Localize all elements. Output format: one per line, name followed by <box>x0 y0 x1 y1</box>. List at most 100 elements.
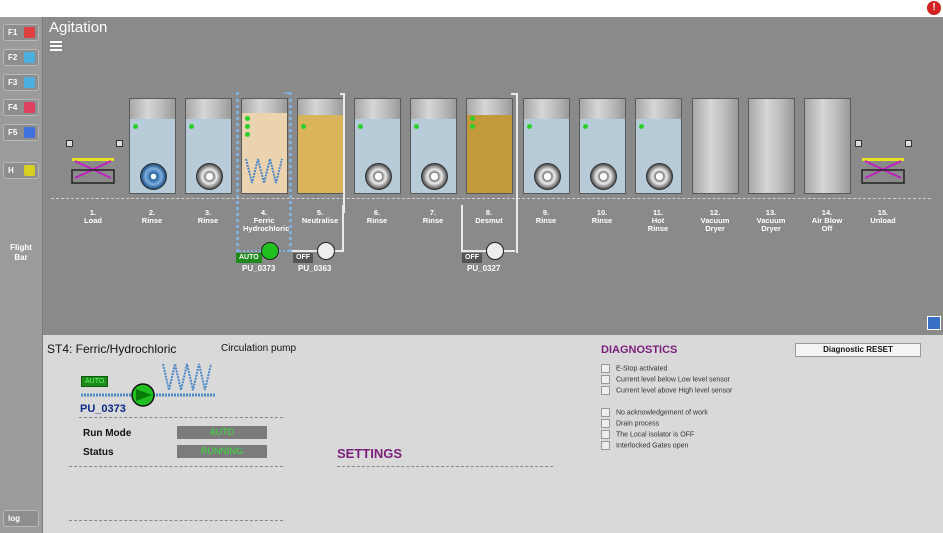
station-title: ST4: Ferric/Hydrochloric <box>47 342 177 356</box>
divider <box>69 520 283 521</box>
pump-name: PU_0363 <box>298 264 332 273</box>
checkbox <box>601 375 610 384</box>
pump-mode-badge: AUTO <box>81 376 109 387</box>
pump-name: PU_0373 <box>80 403 126 415</box>
detail-panel: ST4: Ferric/Hydrochloric Circulation pum… <box>43 335 943 533</box>
unload-indicator <box>905 140 912 147</box>
checkbox <box>601 408 610 417</box>
pump-mode-badge: OFF <box>293 253 313 263</box>
top-bar: ! <box>0 0 943 17</box>
page-title: Agitation <box>49 19 108 36</box>
tank-station-13[interactable] <box>748 98 795 194</box>
agitator-icon <box>646 163 673 190</box>
list-icon[interactable] <box>50 41 62 51</box>
conveyor-rail <box>51 198 931 201</box>
checkbox <box>601 441 610 450</box>
section-subtitle: Circulation pump <box>221 343 297 354</box>
agitator-icon <box>140 163 167 190</box>
checkbox <box>601 419 610 428</box>
pump-name: PU_0327 <box>467 264 501 273</box>
pump-mode-badge: AUTO <box>236 253 262 263</box>
log-button[interactable]: log <box>3 510 39 527</box>
station-label: 15.Unload <box>870 208 896 225</box>
diagnostic-item: Current level below Low level sensor <box>601 375 730 384</box>
pump-icon[interactable] <box>261 242 279 260</box>
alarm-icon[interactable]: ! <box>927 1 941 15</box>
f1-button[interactable]: F1 <box>3 24 39 41</box>
station-label: 3.Rinse <box>197 208 219 225</box>
circulation-pipe <box>511 93 518 253</box>
flight-bar-button[interactable]: Flight Bar <box>10 243 32 262</box>
heater-coil-icon <box>245 158 283 184</box>
station-label: 11.Hot Rinse <box>647 208 669 233</box>
alarm-icon <box>24 102 35 113</box>
checkbox <box>601 430 610 439</box>
agitator-icon <box>421 163 448 190</box>
station-label: 10.Rinse <box>591 208 613 225</box>
divider <box>79 417 283 418</box>
station-label: 12.Vacuum Dryer <box>700 208 730 233</box>
unload-lift[interactable] <box>861 156 905 184</box>
tank-station-2[interactable] <box>129 98 176 194</box>
unload-indicator <box>855 140 862 147</box>
pump-icon[interactable] <box>317 242 335 260</box>
home-icon <box>24 27 35 38</box>
status-label: Status <box>83 447 114 458</box>
status-value: RUNNING <box>177 445 267 458</box>
target-icon <box>24 127 35 138</box>
load-indicator <box>116 140 123 147</box>
tank-station-7[interactable] <box>410 98 457 194</box>
tank-station-3[interactable] <box>185 98 232 194</box>
station-label: 4.Ferric Hydrochloric <box>243 208 290 233</box>
f5-button[interactable]: F5 <box>3 124 39 141</box>
pump-mode-badge: OFF <box>462 253 482 263</box>
divider <box>69 466 283 467</box>
settings-title: SETTINGS <box>337 446 403 461</box>
tank-station-10[interactable] <box>579 98 626 194</box>
tank-station-5[interactable] <box>297 98 344 194</box>
diagnostic-reset-button[interactable]: Diagnostic RESET <box>795 343 921 357</box>
tank-station-6[interactable] <box>354 98 401 194</box>
agitator-icon <box>534 163 561 190</box>
tank-station-14[interactable] <box>804 98 851 194</box>
help-icon <box>24 165 35 176</box>
layers-icon <box>24 77 35 88</box>
agitator-icon <box>196 163 223 190</box>
sidebar: F1 F2 F3 F4 F5 H Flight Bar <box>0 17 43 533</box>
circulation-pipe <box>340 93 345 213</box>
diagnostic-item: Interlocked Gates open <box>601 441 688 450</box>
station-label: 6.Rinse <box>366 208 388 225</box>
pump-name: PU_0373 <box>242 264 276 273</box>
document-icon <box>24 52 35 63</box>
help-button[interactable]: H <box>3 162 39 179</box>
pump-icon[interactable] <box>486 242 504 260</box>
station-label: 14.Air Blow Off <box>811 208 843 233</box>
agitator-icon <box>365 163 392 190</box>
f4-button[interactable]: F4 <box>3 99 39 116</box>
circulation-pipe <box>284 92 292 252</box>
expand-icon[interactable] <box>927 316 941 330</box>
load-lift[interactable] <box>71 156 115 184</box>
run-mode-value[interactable]: AUTO <box>177 426 267 439</box>
diagnostic-item: No acknowledgement of work <box>601 408 708 417</box>
checkbox <box>601 364 610 373</box>
run-mode-label: Run Mode <box>83 428 132 439</box>
station-label: 5.Neutralise <box>301 208 339 225</box>
load-indicator <box>66 140 73 147</box>
tank-station-8[interactable] <box>466 98 513 194</box>
tank-station-9[interactable] <box>523 98 570 194</box>
diagnostic-item: E-Stop activated <box>601 364 667 373</box>
diagnostics-title: DIAGNOSTICS <box>601 344 678 356</box>
tank-station-11[interactable] <box>635 98 682 194</box>
process-view: Agitation 1.Load 2.Rinse 3.Rinse 4.Ferri… <box>43 17 943 335</box>
tank-station-12[interactable] <box>692 98 739 194</box>
agitator-icon <box>590 163 617 190</box>
diagnostic-item: Drain process <box>601 419 659 428</box>
checkbox <box>601 386 610 395</box>
f3-button[interactable]: F3 <box>3 74 39 91</box>
f2-button[interactable]: F2 <box>3 49 39 66</box>
station-label: 2.Rinse <box>141 208 163 225</box>
divider <box>337 466 553 467</box>
station-label: 9.Rinse <box>535 208 557 225</box>
station-label: 1.Load <box>84 208 102 225</box>
